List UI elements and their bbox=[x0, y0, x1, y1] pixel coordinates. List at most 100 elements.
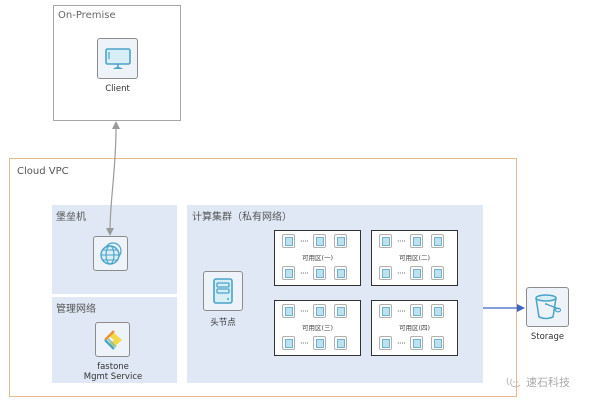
bastion-node[interactable] bbox=[93, 236, 128, 271]
compute-node-row: ···· bbox=[379, 266, 445, 280]
watermark-text: 速石科技 bbox=[526, 376, 570, 389]
monitor-icon bbox=[104, 47, 131, 69]
compute-node-glyph bbox=[336, 306, 345, 316]
compute-node-icon bbox=[282, 266, 295, 280]
compute-node-icon bbox=[313, 304, 327, 318]
compute-node-row: ···· bbox=[282, 234, 348, 248]
compute-node-glyph bbox=[381, 268, 390, 278]
compute-node-icon bbox=[313, 266, 327, 280]
compute-node-glyph bbox=[381, 306, 390, 316]
on-premise-title: On-Premise bbox=[58, 10, 116, 21]
compute-node-row: ···· bbox=[282, 266, 348, 280]
storage-label: Storage bbox=[530, 332, 565, 342]
availability-zone-1[interactable]: ···· 可用区(一) ···· bbox=[274, 230, 361, 286]
compute-node-row: ···· bbox=[379, 304, 445, 318]
compute-node-icon bbox=[431, 336, 445, 350]
compute-node-icon bbox=[431, 304, 445, 318]
compute-node-row: ···· bbox=[282, 304, 348, 318]
ellipsis: ···· bbox=[397, 268, 406, 278]
compute-node-glyph bbox=[315, 236, 324, 246]
arrow-down-icon bbox=[106, 228, 114, 236]
bucket-icon bbox=[534, 294, 561, 320]
ellipsis: ···· bbox=[397, 236, 406, 246]
ellipsis: ···· bbox=[300, 236, 309, 246]
client-node[interactable] bbox=[97, 38, 138, 79]
watermark: 速石科技 bbox=[505, 374, 570, 390]
management-title: 管理网络 bbox=[56, 304, 96, 315]
availability-zone-2[interactable]: ···· 可用区(二) ···· bbox=[371, 230, 458, 286]
cluster-storage-connector bbox=[483, 304, 525, 312]
ellipsis: ···· bbox=[300, 268, 309, 278]
ellipsis: ···· bbox=[397, 338, 406, 348]
compute-node-glyph bbox=[381, 236, 390, 246]
compute-node-icon bbox=[431, 266, 445, 280]
globe-icon bbox=[99, 241, 122, 265]
arrow-right-icon bbox=[517, 304, 525, 312]
compute-node-icon bbox=[431, 234, 445, 248]
compute-node-glyph bbox=[284, 268, 293, 278]
fastone-mgmt-label-line2: Mgmt Service bbox=[83, 372, 143, 382]
compute-cluster-title: 计算集群（私有网络） bbox=[192, 212, 292, 223]
compute-node-glyph bbox=[315, 268, 324, 278]
compute-node-glyph bbox=[433, 338, 442, 348]
compute-node-glyph bbox=[433, 306, 442, 316]
storage-node[interactable] bbox=[526, 287, 569, 327]
compute-node-icon bbox=[410, 266, 424, 280]
availability-zone-label: 可用区(二) bbox=[398, 254, 431, 262]
client-label: Client bbox=[105, 84, 130, 94]
compute-node-glyph bbox=[381, 338, 390, 348]
compute-node-glyph bbox=[433, 268, 442, 278]
cloud-vpc-title: Cloud VPC bbox=[17, 166, 69, 177]
client-bastion-connector bbox=[106, 121, 120, 236]
fastone-mgmt-node[interactable] bbox=[95, 322, 130, 357]
compute-node-glyph bbox=[284, 306, 293, 316]
availability-zone-3[interactable]: ···· 可用区(三) ···· bbox=[274, 300, 361, 356]
compute-node-icon bbox=[313, 336, 327, 350]
compute-node-row: ···· bbox=[379, 234, 445, 248]
compute-node-glyph bbox=[284, 338, 293, 348]
compute-node-icon bbox=[334, 234, 348, 248]
compute-node-icon bbox=[334, 266, 348, 280]
ellipsis: ···· bbox=[300, 306, 309, 316]
compute-node-glyph bbox=[433, 236, 442, 246]
availability-zone-label: 可用区(三) bbox=[301, 324, 334, 332]
availability-zone-label: 可用区(一) bbox=[301, 254, 334, 262]
ellipsis: ···· bbox=[397, 306, 406, 316]
compute-node-icon bbox=[379, 336, 392, 350]
compute-node-glyph bbox=[315, 338, 324, 348]
compute-node-glyph bbox=[412, 338, 421, 348]
compute-node-glyph bbox=[284, 236, 293, 246]
compute-node-glyph bbox=[412, 306, 421, 316]
fastone-logo-icon bbox=[103, 329, 122, 350]
compute-node-icon bbox=[334, 336, 348, 350]
fastone-mgmt-label-line1: fastone bbox=[97, 362, 129, 372]
compute-node-icon bbox=[410, 336, 424, 350]
compute-node-icon bbox=[379, 266, 392, 280]
availability-zone-label: 可用区(四) bbox=[398, 324, 431, 332]
compute-node-icon bbox=[410, 304, 424, 318]
compute-node-icon bbox=[379, 234, 392, 248]
compute-node-glyph bbox=[315, 306, 324, 316]
compute-node-row: ···· bbox=[282, 336, 348, 350]
compute-node-icon bbox=[282, 234, 295, 248]
compute-node-glyph bbox=[336, 236, 345, 246]
compute-node-glyph bbox=[336, 268, 345, 278]
bastion-title: 堡垒机 bbox=[56, 212, 86, 223]
compute-node-glyph bbox=[412, 268, 421, 278]
compute-node-icon bbox=[334, 304, 348, 318]
compute-node-icon bbox=[282, 304, 295, 318]
compute-node-icon bbox=[410, 234, 424, 248]
compute-node-row: ···· bbox=[379, 336, 445, 350]
fastone-mgmt-label: fastone Mgmt Service bbox=[70, 362, 156, 382]
compute-node-glyph bbox=[412, 236, 421, 246]
compute-node-icon bbox=[379, 304, 392, 318]
availability-zone-4[interactable]: ···· 可用区(四) ···· bbox=[371, 300, 458, 356]
head-node[interactable] bbox=[203, 271, 243, 311]
head-node-label: 头节点 bbox=[210, 318, 236, 328]
arrow-up-icon bbox=[112, 121, 120, 129]
server-icon bbox=[213, 278, 233, 304]
ellipsis: ···· bbox=[300, 338, 309, 348]
compute-node-icon bbox=[282, 336, 295, 350]
wechat-icon bbox=[506, 377, 521, 387]
